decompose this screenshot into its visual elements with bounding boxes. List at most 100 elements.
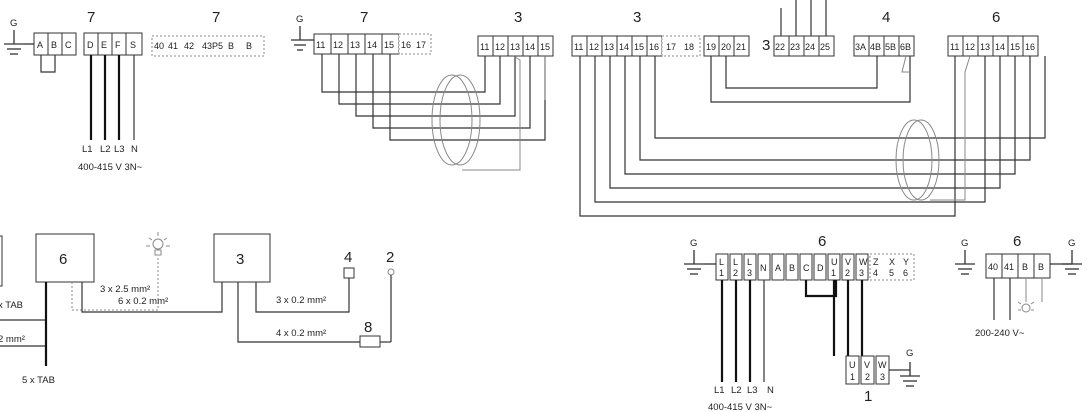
svg-text:6: 6	[903, 268, 908, 278]
unit-3-box	[213, 233, 271, 283]
label-mm-left: 2 mm²	[0, 334, 25, 345]
svg-text:6B: 6B	[900, 42, 911, 52]
svg-text:V: V	[864, 360, 870, 370]
svg-text:2: 2	[865, 372, 870, 382]
wire-label-l1: L1	[82, 144, 93, 155]
svg-text:G: G	[690, 238, 697, 249]
svg-text:15: 15	[540, 42, 550, 52]
unit-diagram: 6 3 x TAB 2 mm² 5 x TAB 3 x 2.5 mm² 6 x …	[0, 232, 395, 386]
label-3x25: 3 x 2.5 mm²	[100, 284, 150, 295]
svg-text:3: 3	[747, 268, 752, 278]
svg-text:3: 3	[514, 9, 522, 26]
terminal-block-3-small: 3 11 12 13 14 15	[477, 9, 554, 57]
ground-label: G	[10, 18, 17, 29]
svg-text:6: 6	[1013, 233, 1021, 250]
terminal-block-6-aux: G 6 40 41 B B G 200-240 V~	[955, 233, 1082, 339]
svg-text:L2: L2	[731, 385, 742, 396]
svg-text:A: A	[775, 263, 781, 273]
label-3x02: 3 x 0.2 mm²	[276, 295, 326, 306]
svg-text:4: 4	[344, 249, 352, 266]
svg-text:19: 19	[706, 42, 716, 52]
ground-symbol-left: G	[4, 18, 36, 55]
wire-label-l3: L3	[114, 144, 125, 155]
svg-text:12: 12	[589, 42, 599, 52]
svg-text:14: 14	[367, 40, 377, 50]
svg-text:L: L	[733, 257, 738, 267]
svg-text:U: U	[849, 360, 856, 370]
svg-text:25: 25	[820, 42, 830, 52]
svg-text:2: 2	[733, 268, 738, 278]
svg-text:16: 16	[401, 40, 411, 50]
label-4x02: 4 x 0.2 mm²	[276, 328, 326, 339]
svg-text:3: 3	[762, 37, 770, 54]
terminal-c: C	[65, 40, 72, 50]
wire-label-l2: L2	[100, 144, 111, 155]
svg-text:42: 42	[184, 41, 194, 51]
svg-text:14: 14	[619, 42, 629, 52]
block-number: 7	[212, 9, 220, 26]
svg-text:17: 17	[666, 42, 676, 52]
svg-text:23: 23	[790, 42, 800, 52]
motor-terminal-block-1: U 1 V 2 W 3 1 G	[845, 348, 920, 405]
svg-text:B: B	[1038, 262, 1044, 272]
bus-wires-7-to-3	[321, 54, 546, 171]
svg-text:6: 6	[818, 233, 826, 250]
svg-text:L: L	[719, 257, 724, 267]
svg-text:B: B	[246, 41, 252, 51]
svg-text:G: G	[961, 238, 968, 249]
svg-text:15: 15	[634, 42, 644, 52]
svg-text:40: 40	[988, 262, 998, 272]
svg-text:5B: 5B	[885, 42, 896, 52]
svg-text:4: 4	[882, 9, 890, 26]
svg-text:16: 16	[1025, 42, 1035, 52]
ground-symbol-bus: G	[291, 14, 314, 51]
svg-text:V: V	[845, 257, 851, 267]
svg-text:21: 21	[736, 42, 746, 52]
svg-text:41: 41	[168, 41, 178, 51]
terminal-b: B	[51, 40, 57, 50]
svg-text:N: N	[760, 263, 767, 273]
svg-text:1: 1	[850, 372, 855, 382]
terminal-e: E	[101, 40, 107, 50]
label-tab-left: x TAB	[0, 300, 23, 311]
terminal-cells: A B C D E F S	[33, 32, 143, 56]
svg-text:3: 3	[633, 9, 641, 26]
svg-text:4: 4	[873, 268, 878, 278]
svg-text:2: 2	[386, 249, 394, 266]
svg-text:B: B	[1022, 262, 1028, 272]
wire-label-n: N	[131, 144, 138, 155]
svg-text:13: 13	[350, 40, 360, 50]
svg-text:400-415 V 3N~: 400-415 V 3N~	[708, 402, 773, 412]
svg-text:5: 5	[889, 268, 894, 278]
block-number: 7	[87, 9, 95, 26]
svg-text:14: 14	[525, 42, 535, 52]
svg-text:X: X	[889, 257, 895, 267]
terminal-block-3-main: 3 11 12 13 14 15 16 17 18 19 20 21	[571, 9, 750, 57]
svg-text:40: 40	[154, 41, 164, 51]
terminal-block-7-aux: 7 40 41 42 43 P5 B B	[151, 9, 265, 57]
svg-text:Z: Z	[873, 257, 879, 267]
svg-text:D: D	[817, 263, 824, 273]
svg-text:24: 24	[805, 42, 815, 52]
terminal-block-3-extra: 3 22 23 24 25	[762, 0, 835, 57]
svg-text:15: 15	[384, 40, 394, 50]
svg-text:11: 11	[950, 42, 959, 52]
terminal-block-4: 4 3A 4B 5B 6B	[710, 9, 915, 103]
svg-text:C: C	[803, 263, 810, 273]
supply-voltage: 400-415 V 3N~	[78, 162, 143, 173]
terminal-s: S	[130, 40, 136, 50]
svg-text:11: 11	[574, 42, 583, 52]
terminal-d: D	[87, 40, 94, 50]
bus-wires-3-to-6	[579, 55, 1046, 217]
svg-text:8: 8	[364, 319, 372, 336]
label-6x02: 6 x 0.2 mm²	[118, 296, 168, 307]
svg-text:3: 3	[880, 372, 885, 382]
svg-text:4B: 4B	[870, 42, 881, 52]
svg-text:7: 7	[360, 9, 368, 26]
svg-text:18: 18	[684, 42, 694, 52]
svg-text:43: 43	[202, 41, 212, 51]
svg-text:12: 12	[965, 42, 975, 52]
terminal-f: F	[115, 40, 121, 50]
svg-text:B: B	[789, 263, 795, 273]
svg-text:16: 16	[649, 42, 659, 52]
